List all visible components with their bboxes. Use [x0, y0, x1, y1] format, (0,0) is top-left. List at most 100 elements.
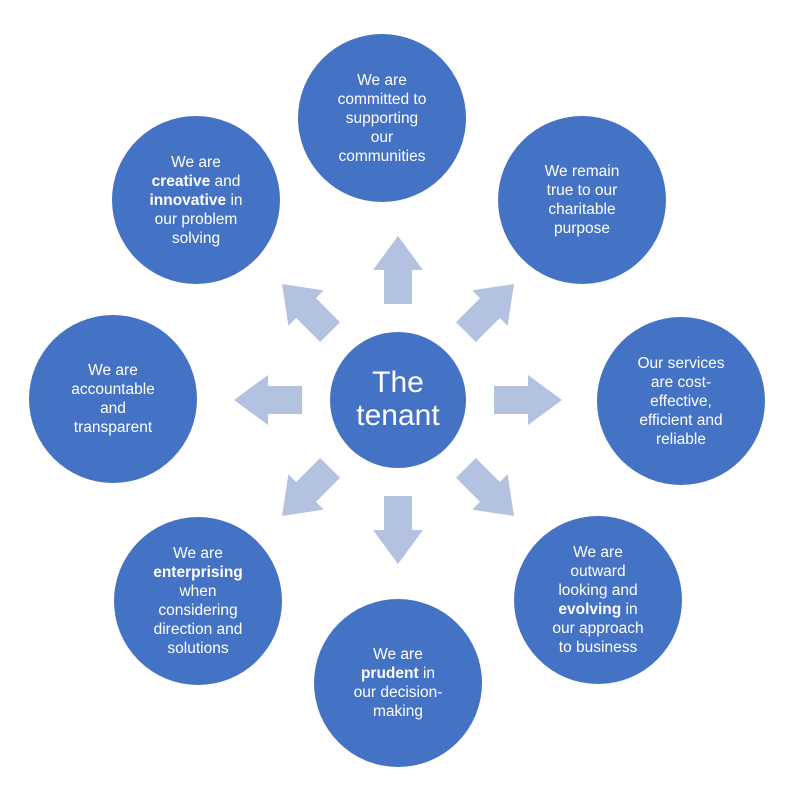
value-text-line: to business	[552, 638, 643, 657]
arrow-enterprising	[282, 457, 341, 516]
value-text-line: creative and	[149, 172, 242, 191]
center-label-line: The	[372, 366, 424, 399]
value-text-segment: solving	[171, 229, 221, 247]
value-text-segment: our	[370, 128, 394, 146]
value-text-line: prudent in	[354, 664, 443, 683]
value-text-segment: looking and	[558, 582, 638, 599]
value-text-segment: reliable	[656, 430, 706, 448]
value-text-line: innovative in	[149, 191, 242, 210]
value-text-line: We are	[354, 645, 443, 664]
value-text-line: We are	[552, 543, 643, 562]
value-text-segment: purpose	[553, 220, 610, 237]
value-text-line: purpose	[545, 219, 620, 238]
arrow-prudent	[373, 496, 423, 564]
value-text-segment: We are	[573, 544, 623, 561]
value-text-line: enterprising	[153, 563, 243, 582]
value-text-line: considering	[153, 601, 243, 620]
value-text-line: and	[71, 399, 155, 418]
value-text: We remain true to our charitable purpose	[545, 162, 620, 238]
value-text-line: supporting	[338, 109, 427, 128]
value-text-line: charitable	[545, 200, 620, 219]
value-text-segment: are cost-	[650, 373, 712, 391]
arrow-charitable	[455, 284, 514, 343]
value-text-segment: efficient and	[639, 411, 723, 429]
value-keyword: enterprising	[153, 564, 243, 581]
center-circle-the-tenant: The tenant	[330, 332, 466, 468]
value-text-line: our	[338, 128, 427, 147]
value-text-segment: considering	[158, 602, 238, 619]
value-text-segment: and	[210, 172, 241, 190]
value-text-line: communities	[338, 147, 427, 166]
value-text-line: our problem	[149, 210, 242, 229]
value-text-line: our approach	[552, 619, 643, 638]
value-keyword: evolving	[558, 601, 622, 618]
value-text-line: outward	[552, 562, 643, 581]
center-label-line: tenant	[356, 399, 440, 432]
value-text-segment: outward	[570, 563, 626, 580]
value-text-segment: in	[621, 601, 638, 618]
value-text-segment: making	[373, 703, 423, 720]
arrow-services	[494, 375, 562, 425]
value-text: We are enterprising when considering directi…	[153, 544, 243, 658]
value-text-line: direction and	[153, 620, 243, 639]
value-text-segment: We are	[357, 71, 407, 89]
value-text-segment: solutions	[167, 640, 229, 657]
value-text-segment: direction and	[153, 621, 243, 638]
value-text-line: solutions	[153, 639, 243, 658]
value-text-segment: our problem	[154, 210, 238, 228]
value-text-segment: We are	[173, 545, 223, 562]
value-text-segment: committed to	[337, 90, 427, 108]
center-label: The tenant	[356, 366, 439, 432]
value-text-segment: our approach	[552, 620, 644, 637]
value-text-line: looking and	[552, 581, 643, 600]
arrow-creative	[282, 284, 341, 343]
value-text: We are outward looking and evolving in our a…	[552, 543, 643, 657]
value-text-line: We remain	[545, 162, 620, 181]
value-circle-enterprising: We are enterprising when considering directi…	[114, 517, 282, 685]
value-text-line: true to our	[545, 181, 620, 200]
value-text-segment: to business	[558, 639, 638, 656]
value-text-line: effective,	[638, 392, 725, 411]
value-text-line: solving	[149, 229, 242, 248]
value-text-line: efficient and	[638, 411, 725, 430]
value-text-line: are cost-	[638, 373, 725, 392]
value-text-segment: transparent	[73, 419, 153, 436]
value-text-line: committed to	[338, 90, 427, 109]
value-text-line: our decision-	[354, 683, 443, 702]
arrow-outward	[455, 457, 514, 516]
value-text-segment: Our services	[637, 354, 725, 372]
value-text-line: making	[354, 702, 443, 721]
value-text-line: We are	[71, 361, 155, 380]
value-text-segment: true to our	[546, 182, 618, 199]
value-text-line: when	[153, 582, 243, 601]
value-keyword: creative	[151, 172, 211, 190]
value-text-segment: our decision-	[353, 684, 443, 701]
value-text-line: Our services	[638, 354, 725, 373]
value-text-line: reliable	[638, 430, 725, 449]
value-keyword: prudent	[360, 665, 419, 682]
value-text-segment: and	[100, 400, 126, 417]
value-text-line: We are	[338, 71, 427, 90]
value-text-line: transparent	[71, 418, 155, 437]
value-text-segment: communities	[338, 147, 426, 165]
value-text-segment: when	[179, 583, 217, 600]
value-text-segment: in	[226, 191, 243, 209]
arrow-communities	[373, 236, 423, 304]
value-text-line: We are	[149, 153, 242, 172]
value-text-segment: We are	[88, 362, 138, 379]
value-text-segment: We remain	[544, 163, 620, 180]
value-circle-outward: We are outward looking and evolving in our a…	[514, 516, 682, 684]
value-text-segment: supporting	[345, 109, 419, 127]
value-text-segment: charitable	[548, 201, 616, 218]
value-text-segment: accountable	[71, 381, 155, 398]
